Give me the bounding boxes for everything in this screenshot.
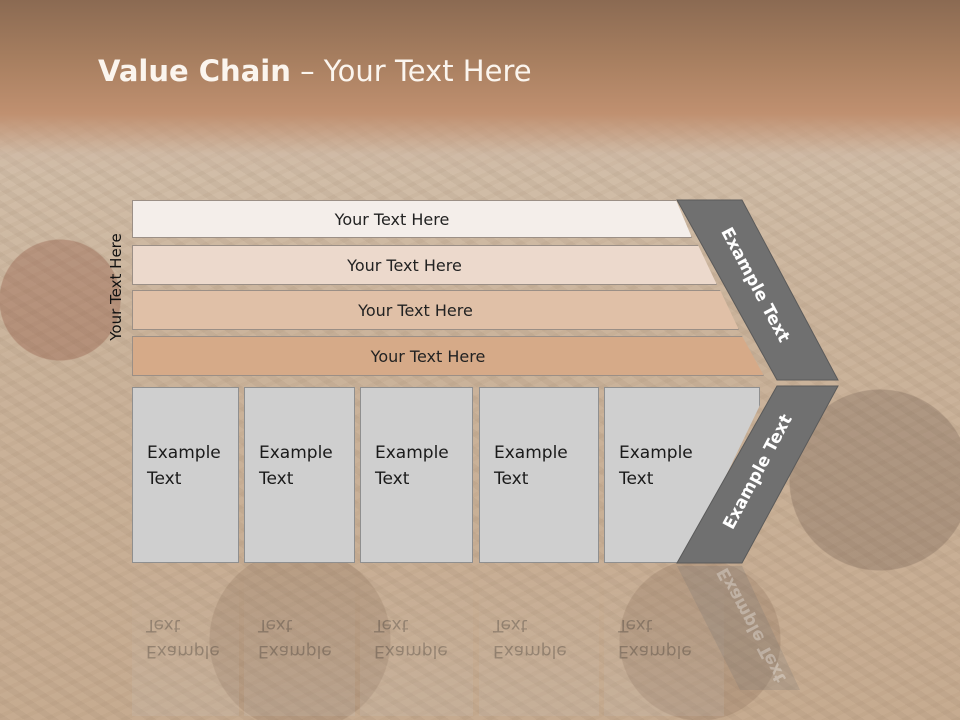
column-4-line2: Text [494,469,529,489]
column-5-line2: Text [619,469,654,489]
column-4-line1: Example [494,443,568,463]
band-4: Your Text Here [132,336,764,376]
column-2-line2: Text [259,469,294,489]
column-1-line1: Example [147,443,221,463]
band-3: Your Text Here [132,290,739,330]
column-4: Example Text [479,387,599,563]
title-bold: Value Chain [98,54,291,88]
chevron-reflection [677,566,800,690]
band-1: Your Text Here [132,200,692,238]
band-2-label: Your Text Here [347,255,462,275]
column-3-line1: Example [375,443,449,463]
band-4-label: Your Text Here [370,346,486,366]
column-2-line1: Example [259,443,333,463]
column-3: Example Text [360,387,473,563]
column-1-line2: Text [147,469,182,489]
band-2: Your Text Here [132,245,717,285]
header-bar [0,0,960,175]
column-3-line2: Text [375,469,410,489]
column-1: Example Text [132,387,239,563]
band-3-label: Your Text Here [358,300,473,320]
title-rest: – Your Text Here [290,54,532,88]
chevron-bottom-shape [676,385,839,564]
column-5-line1: Example [619,443,693,463]
chevron-top-shape [676,199,839,381]
slide-title: Value Chain – Your Text Here [98,54,532,88]
column-2: Example Text [244,387,355,563]
band-1-label: Your Text Here [334,209,450,229]
